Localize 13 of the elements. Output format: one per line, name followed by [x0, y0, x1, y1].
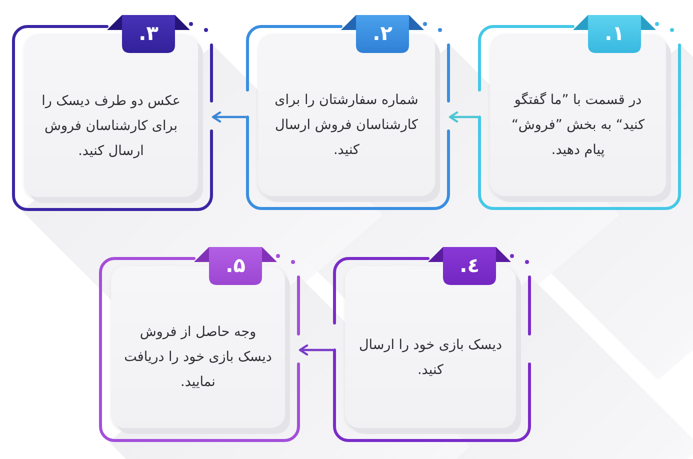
step-text: شماره سفارشتان را برای کارشناسان فروش ارسال کنید.	[274, 91, 420, 160]
arrow	[298, 344, 333, 356]
step-text: عکس دو طرف دیسک را برای کارشناسان فروش ارسال کنید.	[40, 92, 182, 160]
arrow	[212, 111, 246, 123]
step-text: دیسک بازی خود را ارسال کنید.	[358, 336, 504, 380]
step-card	[12, 15, 213, 211]
step-card	[333, 247, 531, 442]
step-text: در قسمت با ”ما گفتگو کنید“ به بخش ”فروش“ پیام دهید.	[510, 91, 646, 160]
step-card	[246, 15, 450, 210]
step-card	[99, 247, 300, 442]
step-card	[478, 15, 681, 210]
arrow	[448, 111, 478, 123]
step-text: وجه حاصل از فروش دیسک بازی خود را دریافت نمایید.	[123, 323, 273, 392]
